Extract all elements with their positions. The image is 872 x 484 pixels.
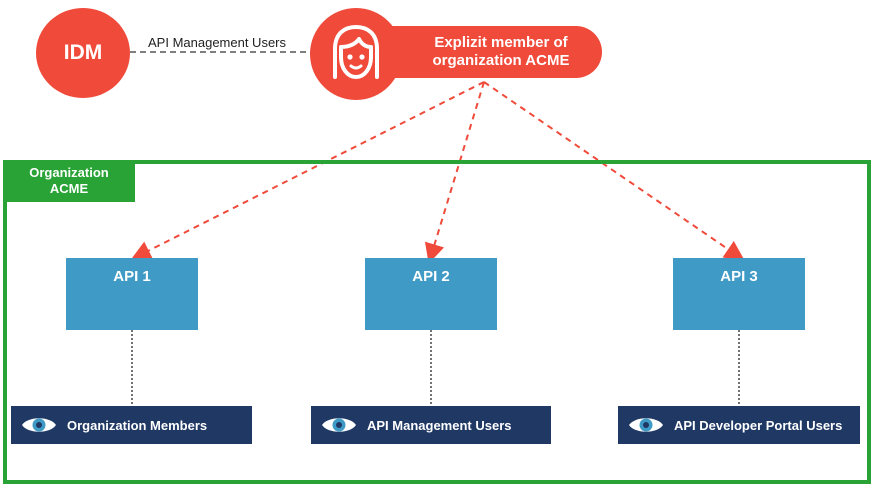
- api-1-box: API 1: [66, 258, 198, 330]
- arrow-to-api-1: [130, 81, 485, 260]
- api-3-box: API 3: [673, 258, 805, 330]
- arrow-to-api-2: [424, 81, 485, 264]
- group-label: API Management Users: [367, 417, 512, 433]
- eye-icon: [629, 418, 663, 432]
- group-organization-members: Organization Members: [11, 406, 252, 444]
- eye-icon: [22, 418, 56, 432]
- user-avatar-icon: [310, 8, 402, 100]
- group-label: Organization Members: [67, 417, 208, 433]
- idm-node: IDM: [36, 8, 130, 98]
- organization-frame: [3, 160, 871, 484]
- organization-label: Organization ACME: [3, 160, 135, 202]
- group-api-developer-portal-users: API Developer Portal Users: [618, 406, 860, 444]
- group-api-management-users: API Management Users: [311, 406, 551, 444]
- edge-label: API Management Users: [144, 35, 291, 50]
- api-2-box: API 2: [365, 258, 497, 330]
- idm-label: IDM: [63, 41, 103, 64]
- group-label: API Developer Portal Users: [674, 417, 843, 433]
- arrow-to-api-3: [483, 81, 745, 261]
- member-label: Explizit member of organization ACME: [432, 34, 570, 69]
- eye-icon: [322, 418, 356, 432]
